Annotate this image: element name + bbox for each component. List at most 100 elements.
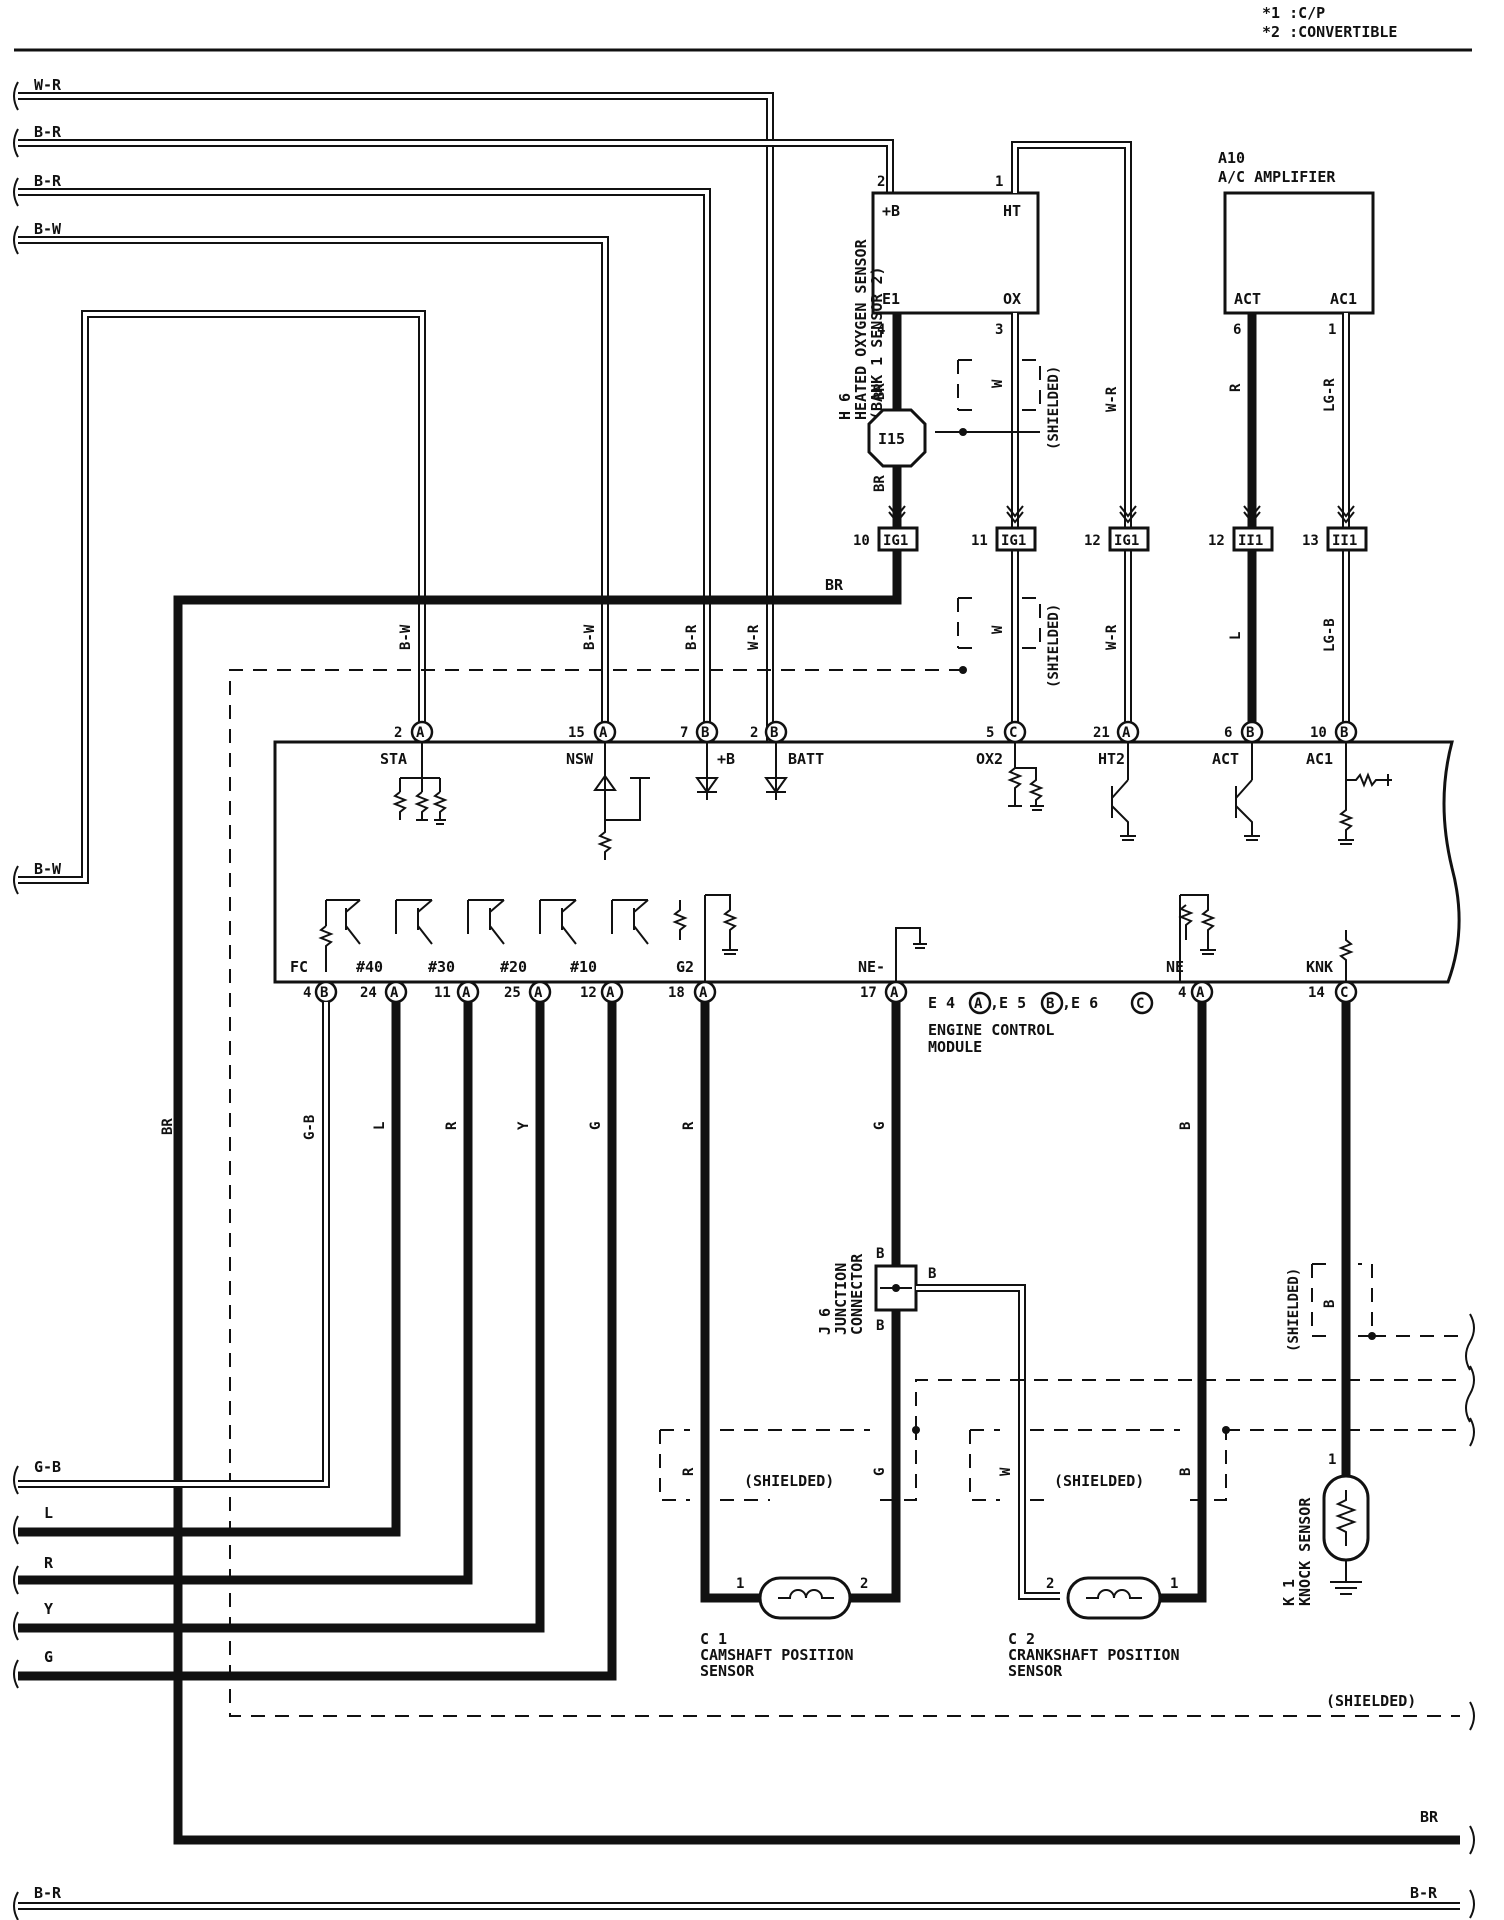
h6-title: H 6 HEATED OXYGEN SENSOR (BANK 1 SENSOR …: [836, 238, 886, 420]
shield-ox-lower: [957, 597, 1041, 649]
k1-pin-1: 1: [1328, 1452, 1336, 1468]
svg-text:B: B: [1340, 725, 1348, 741]
wire-label-r-g2: R: [681, 1121, 697, 1130]
svg-text:B: B: [1046, 996, 1054, 1012]
left-wire-label-l: L: [44, 1504, 53, 1522]
c2-pin-1: 1: [1170, 1576, 1178, 1592]
svg-text:II1: II1: [1332, 533, 1357, 549]
a10-amplifier-box: [1223, 191, 1375, 315]
ecm-pin-ox2: C 5 OX2: [976, 720, 1027, 768]
h6-num-2: 2: [877, 174, 885, 190]
svg-text:24: 24: [360, 985, 377, 1001]
svg-text:IG1: IG1: [1001, 533, 1026, 549]
left-wire-label-b-r-1: B-R: [34, 123, 62, 141]
shield-k1: [1311, 1263, 1373, 1337]
j6-pin-b-top: B: [876, 1246, 884, 1262]
svg-text:12: 12: [1208, 533, 1225, 549]
svg-text:2: 2: [750, 725, 758, 741]
svg-text:10: 10: [853, 533, 870, 549]
wire-label-lg-b: LG-B: [1322, 618, 1338, 652]
wire-label-br-h6-b: BR: [872, 475, 888, 492]
left-wire-label-w-r: W-R: [34, 76, 62, 94]
svg-text:ACT: ACT: [1212, 750, 1239, 768]
svg-text:B: B: [701, 725, 709, 741]
c1-pin-1: 1: [736, 1576, 744, 1592]
j6-pin-b-bottom: B: [876, 1318, 884, 1334]
svg-text:2: 2: [394, 725, 402, 741]
wire-label-r-c1: R: [681, 1467, 697, 1476]
svg-text:KNOCK SENSOR: KNOCK SENSOR: [1296, 1497, 1314, 1606]
svg-text:K 1: K 1: [1280, 1579, 1298, 1606]
svg-text:A: A: [606, 985, 615, 1001]
ecm-pin-batt: B 2 BATT: [750, 720, 824, 768]
svg-text:KNK: KNK: [1306, 958, 1333, 976]
wire-b-w-2: [18, 310, 426, 884]
ecm-pin-knk: C 14 KNK: [1306, 958, 1358, 1004]
svg-text:13: 13: [1302, 533, 1319, 549]
left-wire-label-g-b: G-B: [34, 1458, 61, 1476]
svg-text:15: 15: [568, 725, 585, 741]
svg-text:A: A: [534, 985, 543, 1001]
a10-pin-ac1: AC1: [1330, 290, 1357, 308]
svg-text:OX2: OX2: [976, 750, 1003, 768]
c1-coil-symbol: [778, 1589, 834, 1599]
shield-label-k1: (SHIELDED): [1286, 1268, 1302, 1352]
junction-i15-label: I15: [878, 430, 905, 448]
svg-text:A: A: [699, 985, 708, 1001]
svg-text:HT2: HT2: [1098, 750, 1125, 768]
svg-text:MODULE: MODULE: [928, 1038, 982, 1056]
connector-10-ig1: IG1 10: [853, 505, 919, 552]
connector-12-ii1: II1 12: [1208, 505, 1274, 552]
h6-pin-ox: OX: [1003, 290, 1021, 308]
ecm-pin-g2: A 18 G2: [668, 958, 717, 1004]
c2-name-2: SENSOR: [1008, 1662, 1063, 1680]
shield-label-ox-lower: (SHIELDED): [1046, 604, 1062, 688]
left-wire-label-g: G: [44, 1648, 53, 1666]
k1-ground-icon: [1330, 1560, 1362, 1595]
ecm-pin-ht2: A 21 HT2: [1093, 720, 1140, 768]
left-wire-label-y: Y: [44, 1600, 53, 1618]
wire-label-br-vertical: BR: [160, 1118, 176, 1135]
c1-name-1: CAMSHAFT POSITION: [700, 1646, 854, 1664]
wire-label-w-r-ht: W-R: [1104, 386, 1120, 412]
svg-text:12: 12: [580, 985, 597, 1001]
a10-code: A10: [1218, 149, 1245, 167]
wire-g2-r: [700, 1002, 760, 1603]
svg-text:A: A: [1122, 725, 1131, 741]
svg-text:AC1: AC1: [1306, 750, 1333, 768]
c2-name-1: CRANKSHAFT POSITION: [1008, 1646, 1180, 1664]
junction-i15-octagon: [867, 408, 927, 468]
connector-row: IG1 10 IG1 11 IG1 12 II1 12 II1 13: [853, 505, 1368, 552]
j6-title: J 6 JUNCTION CONNECTOR: [816, 1253, 866, 1335]
shield-ground-dashed: [229, 669, 1460, 1717]
ecm-label: E 4 A ,E 5 B ,E 6 C ENGINE CONTROL MODUL…: [928, 991, 1154, 1056]
svg-text:IG1: IG1: [1114, 533, 1139, 549]
svg-text:B: B: [770, 725, 778, 741]
c1-name-2: SENSOR: [700, 1662, 755, 1680]
a10-num-6: 6: [1233, 322, 1241, 338]
svg-text:#30: #30: [428, 958, 455, 976]
svg-text:+B: +B: [717, 750, 735, 768]
svg-text:,E 6: ,E 6: [1062, 994, 1098, 1012]
shield-label-bottom: (SHIELDED): [1326, 1692, 1416, 1710]
svg-text:JUNCTION: JUNCTION: [832, 1263, 850, 1335]
svg-text:IG1: IG1: [883, 533, 908, 549]
right-brace-marks: [1465, 1313, 1475, 1919]
c2-code: C 2: [1008, 1630, 1035, 1648]
wire-label-w-c2: W: [998, 1467, 1014, 1476]
svg-text:(BANK 1 SENSOR 2): (BANK 1 SENSOR 2): [868, 266, 886, 420]
svg-text:,E 5: ,E 5: [990, 994, 1026, 1012]
ecm-pin-plus-b: B 7 +B: [680, 720, 735, 768]
wire-30-r: [18, 1002, 473, 1585]
wire-label-b-knk: B: [1322, 1300, 1338, 1308]
a10-name: A/C AMPLIFIER: [1218, 168, 1336, 186]
h6-pin-e1: E1: [882, 290, 900, 308]
ecm-internal-circuit: [392, 742, 1392, 860]
svg-text:11: 11: [971, 533, 988, 549]
svg-text:G2: G2: [676, 958, 694, 976]
svg-text:11: 11: [434, 985, 451, 1001]
svg-text:B: B: [320, 985, 328, 1001]
svg-text:E 4: E 4: [928, 994, 955, 1012]
h6-num-4: 4: [877, 322, 885, 338]
wire-label-g-c1: G: [872, 1468, 888, 1476]
